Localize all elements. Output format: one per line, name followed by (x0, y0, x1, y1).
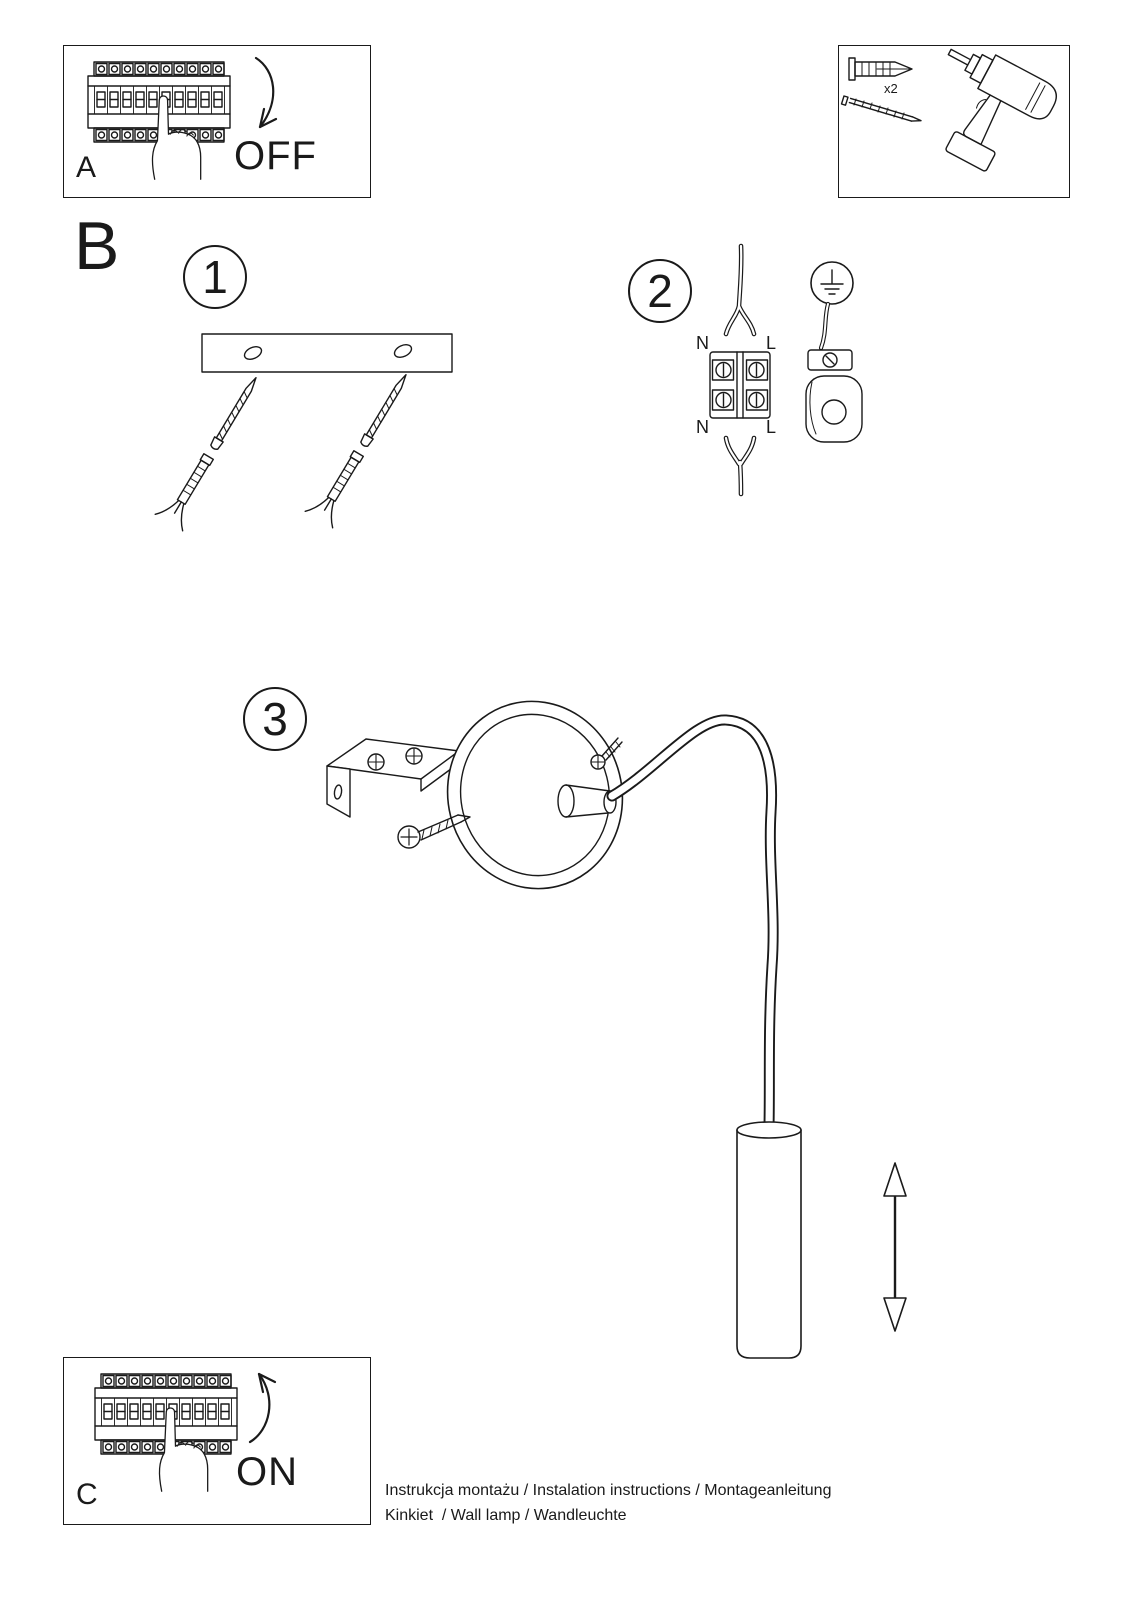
wire-label-l-top: L (766, 333, 777, 353)
panel-a-label: A (76, 151, 97, 184)
screw-anchor-icon (304, 365, 421, 529)
tools-box (838, 45, 1070, 198)
screw-anchor-icon (154, 368, 271, 532)
terminal-block-icon (709, 351, 771, 419)
dowel-qty-label: x2 (884, 81, 898, 96)
earth-symbol-icon (810, 261, 854, 305)
step-2-badge: 2 (628, 259, 692, 323)
flex-arm-icon (606, 714, 779, 1132)
ground-clamp-icon (805, 301, 863, 443)
wall-bracket-icon (326, 738, 460, 818)
screw-icon (840, 95, 922, 122)
canopy-screw-icon (590, 737, 623, 770)
power-off-box (63, 45, 371, 198)
power-on-box (63, 1357, 371, 1525)
breaker-state-off: OFF (234, 134, 317, 178)
breaker-panel-a-icon (88, 62, 230, 180)
breaker-panel-c-icon (95, 1374, 237, 1492)
double-arrow-icon (883, 1162, 907, 1332)
step-3-badge: 3 (243, 687, 307, 751)
lamp-tube-icon (736, 1121, 802, 1359)
canopy-icon (446, 700, 624, 890)
breaker-state-on: ON (236, 1450, 298, 1494)
arrow-down-icon (254, 56, 278, 129)
footer-instructions-line: Instrukcja montażu / Instalation instruc… (385, 1482, 832, 1499)
wire-label-n-bottom: N (696, 417, 709, 437)
wire-label-n-top: N (696, 333, 709, 353)
step-1-badge: 1 (183, 245, 247, 309)
arrow-up-icon (248, 1372, 277, 1444)
step-1-number: 1 (202, 251, 228, 303)
wall-plug-icon (848, 57, 913, 81)
mounting-screw-icon (397, 814, 471, 849)
mounting-plate-icon (201, 333, 453, 373)
footer-product-line: Kinkiet / Wall lamp / Wandleuchte (385, 1507, 627, 1524)
drill-icon (945, 48, 1057, 172)
step-2-number: 2 (647, 265, 673, 317)
wire-icon (723, 243, 757, 497)
panel-c-label: C (76, 1478, 98, 1511)
step-3-number: 3 (262, 693, 288, 745)
section-b-label: B (74, 208, 120, 284)
wire-label-l-bottom: L (766, 417, 777, 437)
